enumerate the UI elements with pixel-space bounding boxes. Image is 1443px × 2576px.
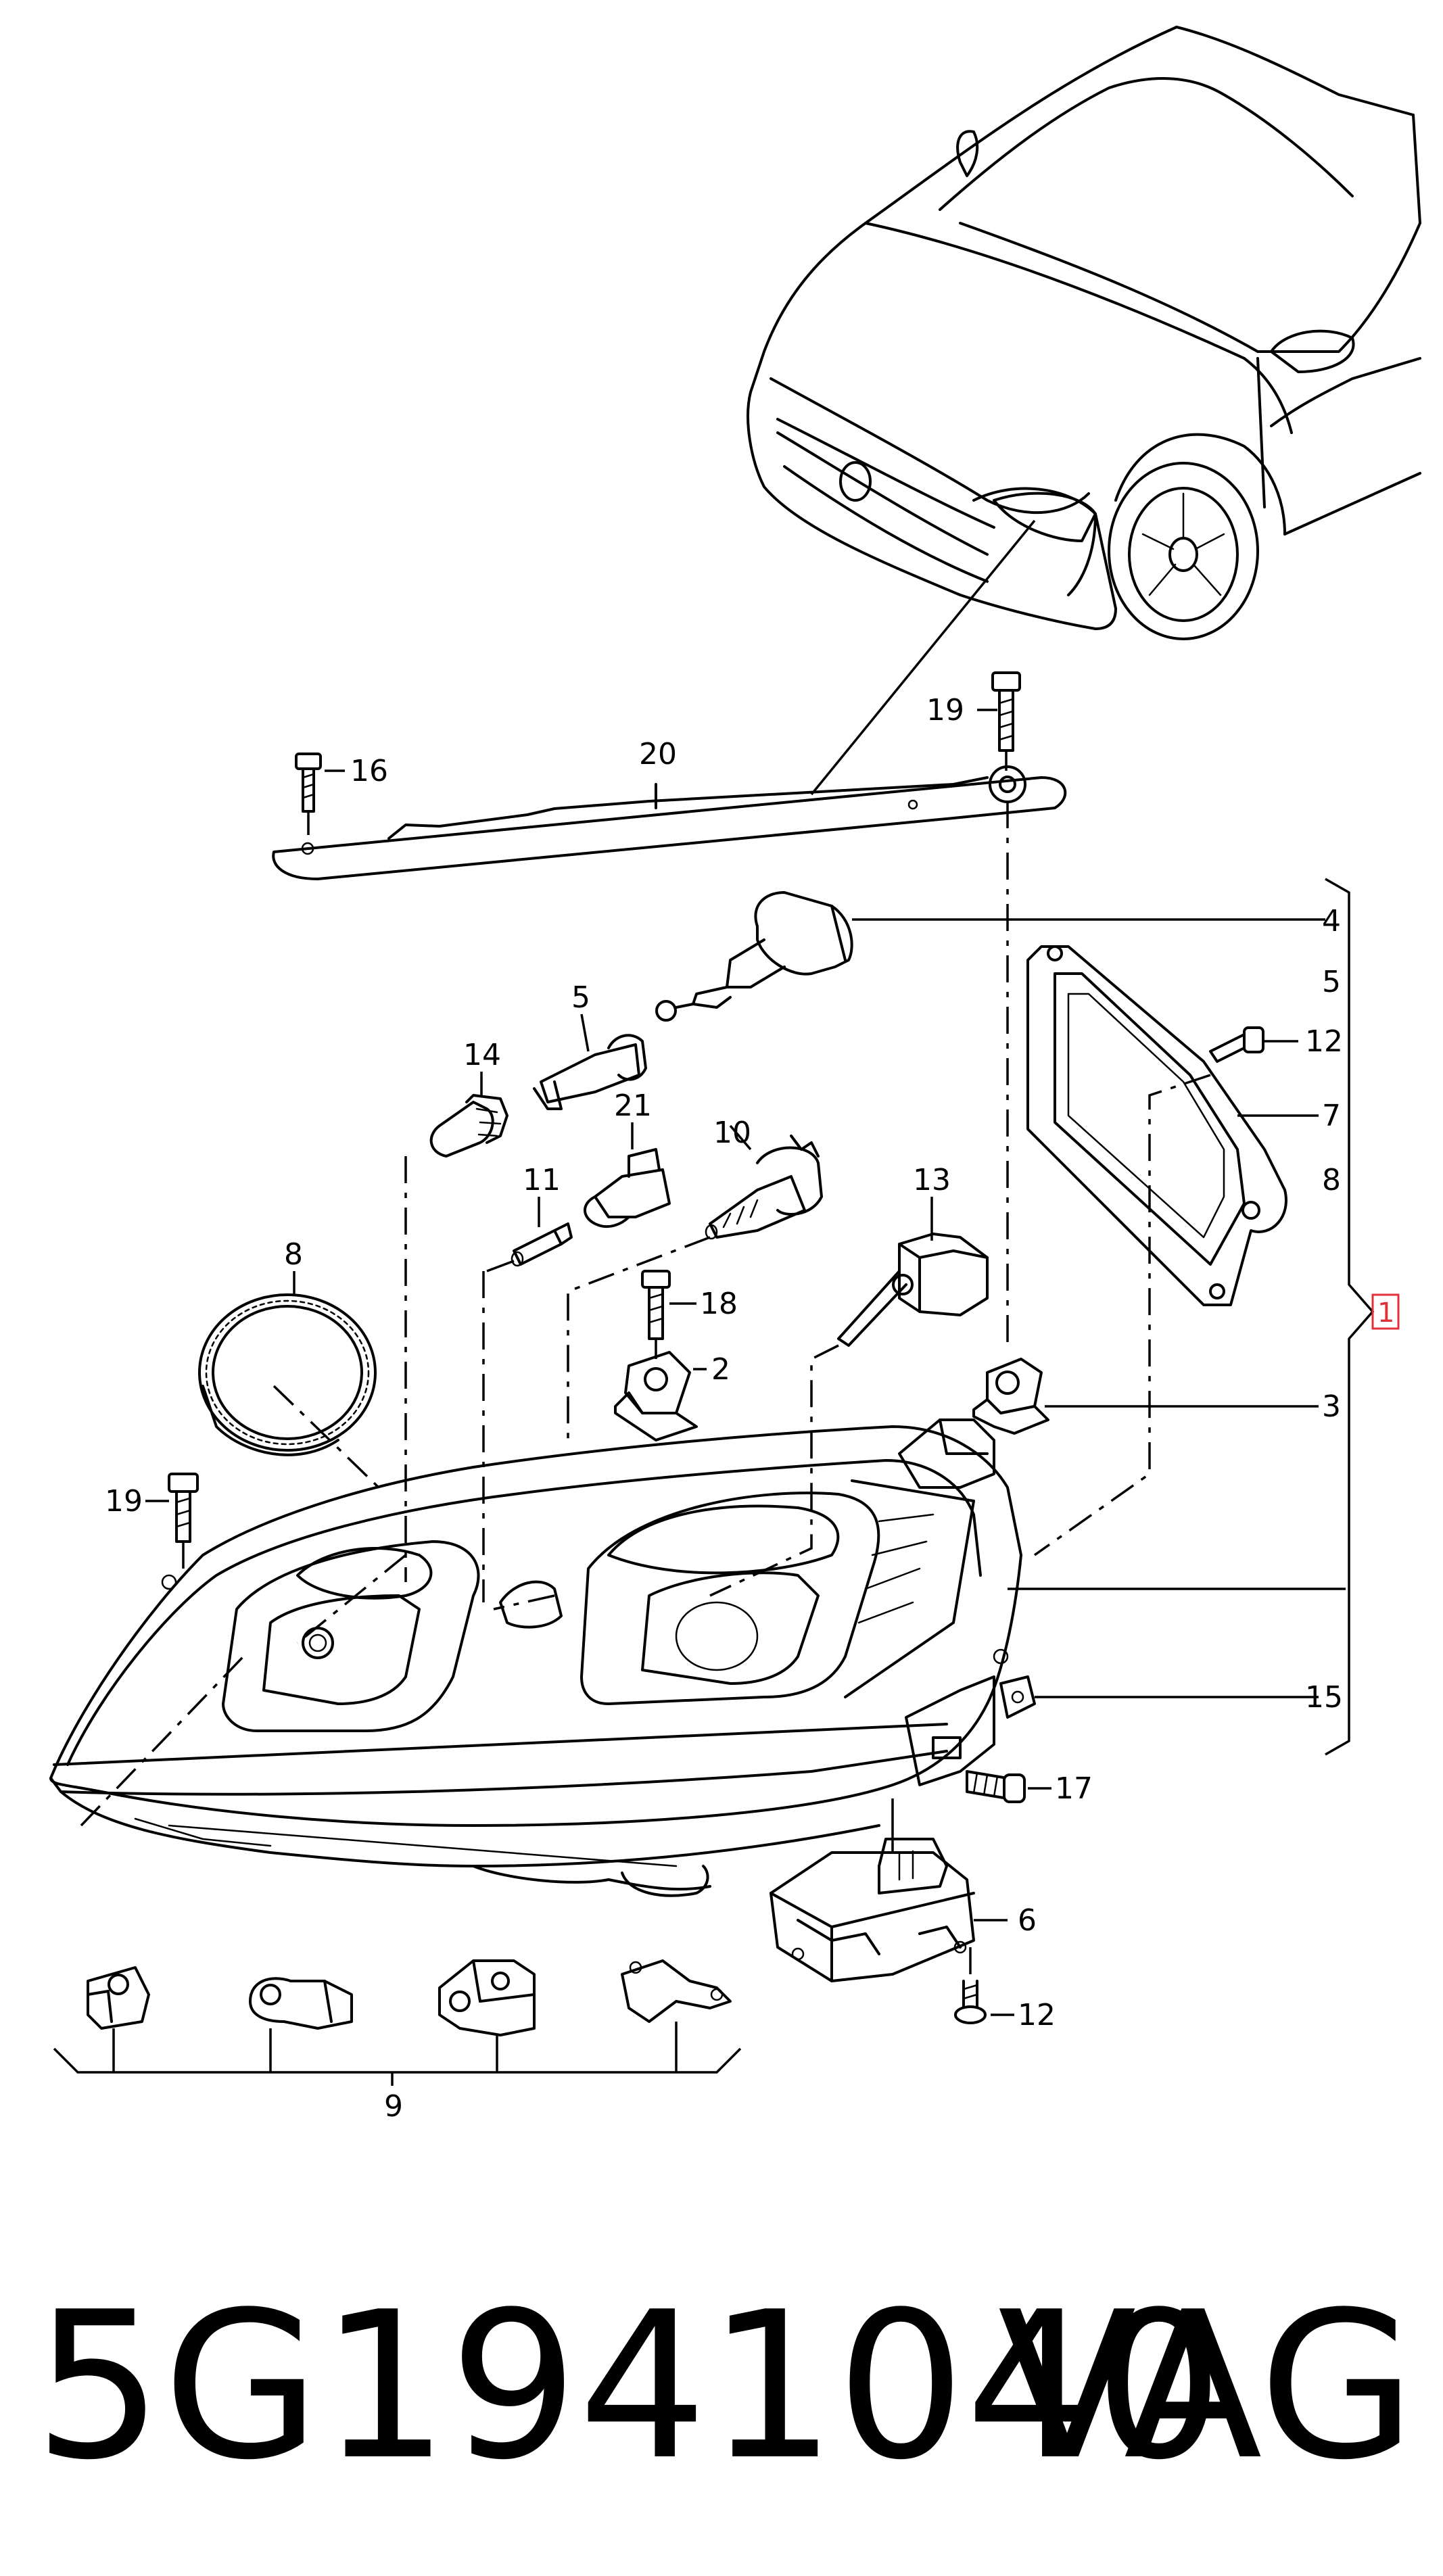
brand-label: VAG (997, 2268, 1416, 2504)
callout-8-right: 8 (1322, 1163, 1341, 1197)
callout-7: 7 (1322, 1099, 1341, 1133)
clip-set-part-9 (53, 1959, 742, 2086)
callout-21: 21 (614, 1089, 652, 1123)
headlight-assembly (49, 1418, 1022, 1897)
callout-1: 1 (1377, 1297, 1394, 1329)
ballast-part-6 (770, 1798, 1008, 1982)
screw-part-19-left (145, 1473, 199, 1575)
mounting-bracket-part-20 (272, 765, 1067, 880)
clip-part-15 (999, 1675, 1319, 1719)
screw-part-18 (641, 1270, 696, 1359)
screw-part-12-bottom (954, 1947, 1014, 2024)
bulb-part-14 (429, 1072, 508, 1158)
callout-5-right: 5 (1322, 965, 1341, 999)
dash-line-cover (1033, 1074, 1211, 1556)
callout-16: 16 (350, 754, 388, 788)
bulb-part-4 (655, 891, 1325, 1022)
screw-part-17 (966, 1770, 1051, 1803)
callout-18: 18 (700, 1287, 738, 1321)
dash-line-ring (273, 1385, 380, 1489)
callout-2: 2 (711, 1352, 730, 1387)
car-illustration (747, 26, 1421, 640)
callout-17: 17 (1055, 1771, 1093, 1806)
callout-13: 13 (913, 1163, 951, 1197)
clip-part-3 (972, 1358, 1319, 1435)
bracket-part-1-brace (1325, 878, 1375, 1756)
callout-8: 8 (284, 1237, 303, 1272)
callout-10: 10 (713, 1116, 751, 1150)
leader-car-to-bracket (810, 519, 1036, 796)
callout-20: 20 (639, 737, 677, 771)
callout-12-bottom: 12 (1018, 1998, 1056, 2032)
callout-11: 11 (523, 1163, 561, 1197)
callout-19-top: 19 (926, 693, 964, 728)
callout-14: 14 (463, 1038, 501, 1072)
bulb-part-11 (486, 1197, 573, 1272)
part-1-highlight-box (1371, 1293, 1400, 1330)
callout-4: 4 (1322, 904, 1341, 938)
bulb-part-10 (705, 1124, 823, 1240)
screw-part-16 (295, 753, 345, 835)
part-number-label: 5G1941040 (34, 2268, 1224, 2504)
callout-3: 3 (1322, 1389, 1341, 1424)
ring-part-8 (198, 1271, 377, 1456)
xenon-bulb-part-13 (837, 1197, 989, 1347)
callout-6: 6 (1018, 1903, 1037, 1938)
bulb-socket-part-5 (533, 1013, 647, 1110)
screw-part-12-top (1209, 1026, 1298, 1063)
cover-part-7 (1026, 945, 1319, 1306)
callout-12-top: 12 (1305, 1024, 1343, 1059)
clip-part-2 (614, 1351, 707, 1441)
callout-5: 5 (571, 980, 590, 1015)
bulb-part-21 (584, 1122, 671, 1229)
callout-9: 9 (384, 2089, 403, 2124)
callout-19-left: 19 (105, 1484, 143, 1519)
screw-part-19-top (977, 671, 1021, 771)
callout-15: 15 (1305, 1680, 1343, 1715)
